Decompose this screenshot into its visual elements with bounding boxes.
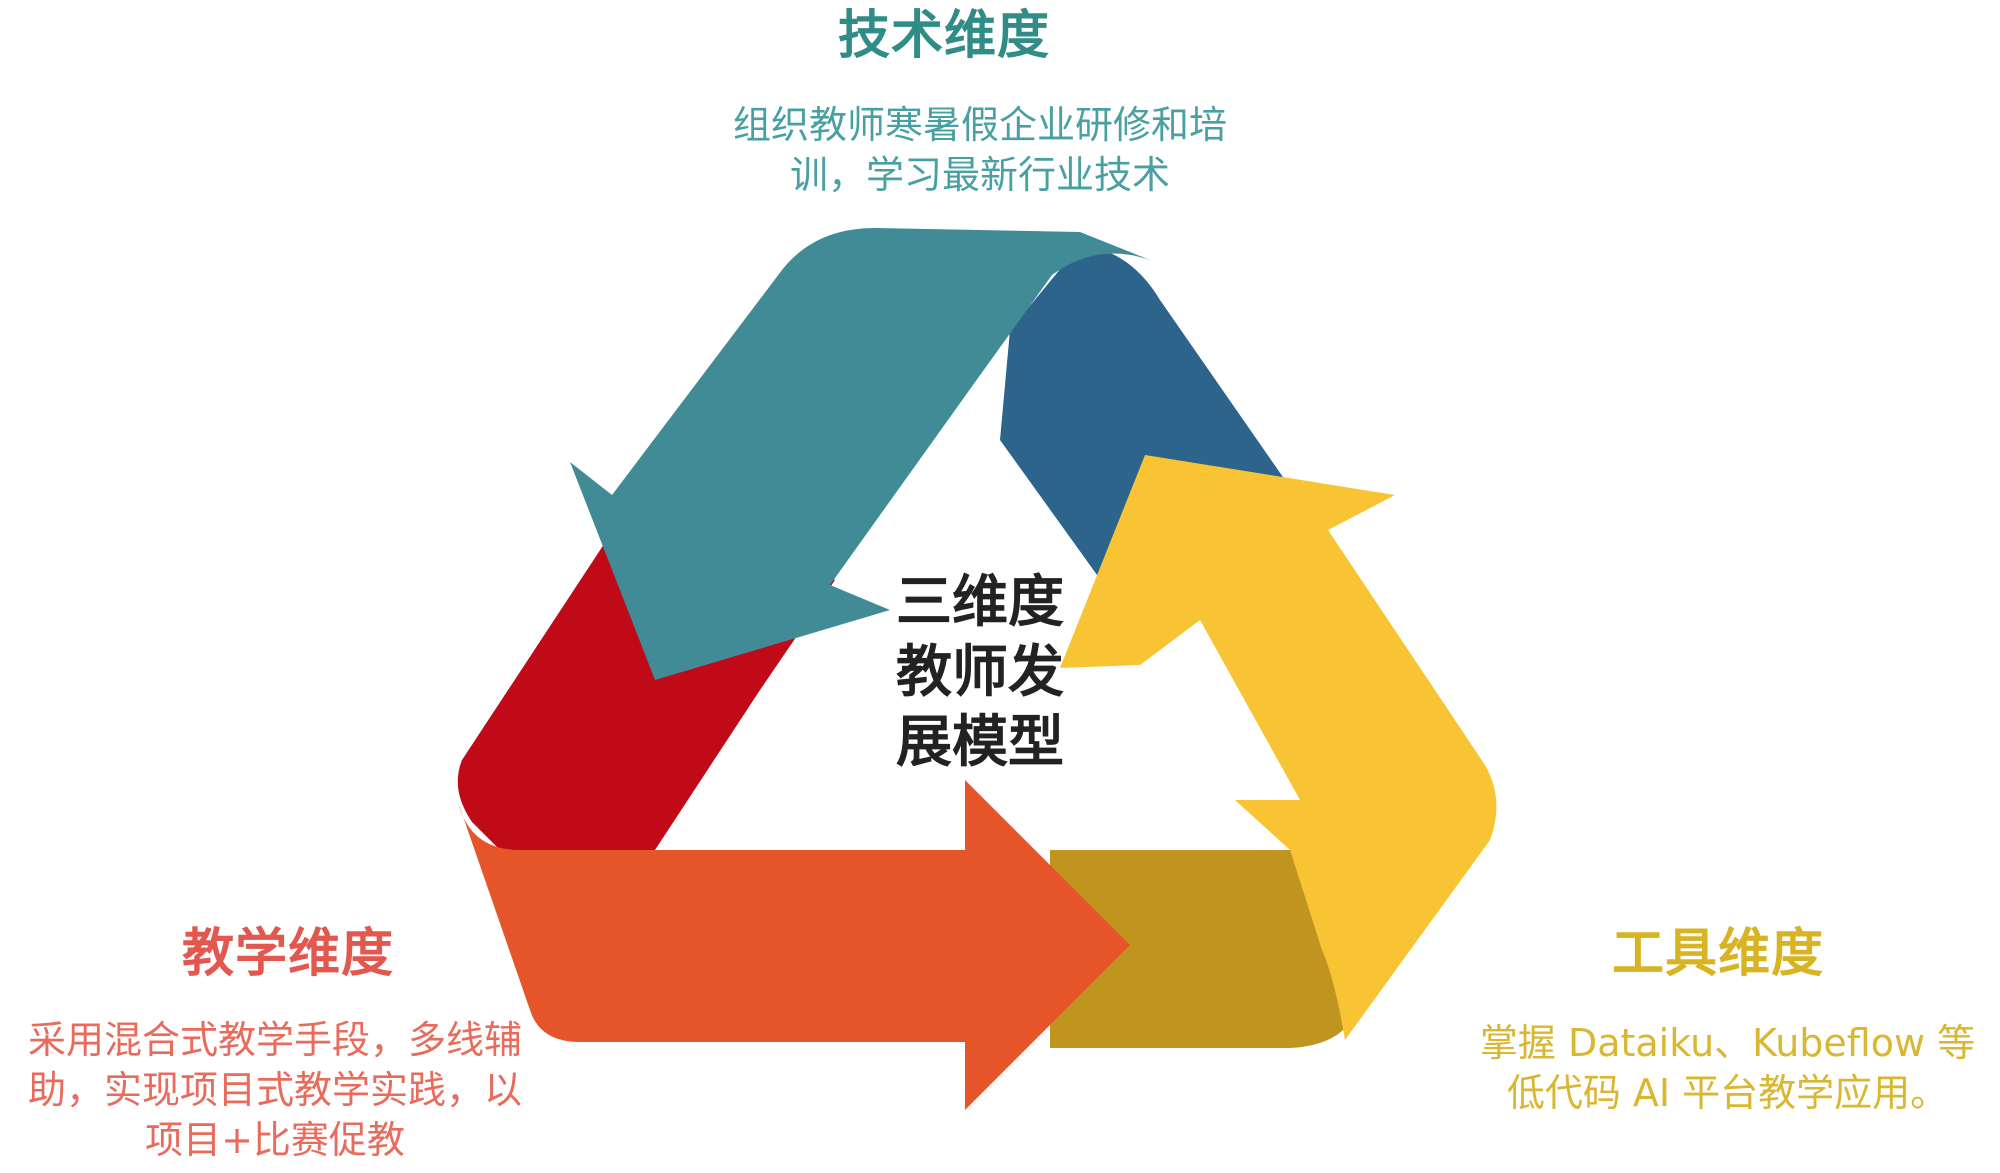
tools-desc-line: 低代码 AI 平台教学应用。 — [1506, 1071, 1949, 1115]
center-label-line: 展模型 — [896, 710, 1064, 775]
center-label-line: 教师发 — [896, 640, 1064, 705]
teaching-desc-line: 助，实现项目式教学实践，以 — [27, 1068, 522, 1112]
teaching-description: 采用混合式教学手段，多线辅 助，实现项目式教学实践，以 项目+比赛促教 — [0, 1015, 550, 1165]
orange-arrow — [458, 780, 1130, 1110]
teaching-title: 教学维度 — [182, 924, 395, 984]
teal-arrow — [570, 228, 1155, 680]
teaching-desc-line: 项目+比赛促教 — [145, 1118, 405, 1162]
teaching-desc-line: 采用混合式教学手段，多线辅 — [27, 1018, 522, 1062]
tools-desc-line: 掌握 Dataiku、Kubeflow 等 — [1479, 1021, 1976, 1065]
center-label: 三维度 教师发 展模型 — [880, 568, 1080, 778]
yellow-arrow — [1060, 455, 1497, 1040]
tools-description: 掌握 Dataiku、Kubeflow 等 低代码 AI 平台教学应用。 — [1460, 1018, 1995, 1118]
technology-title: 技术维度 — [838, 6, 1051, 66]
center-label-line: 三维度 — [896, 570, 1064, 635]
technology-desc-line: 组织教师寒暑假企业研修和培 — [732, 103, 1227, 147]
technology-desc-line: 训，学习最新行业技术 — [789, 153, 1170, 197]
gold-band — [1050, 850, 1360, 1048]
technology-description: 组织教师寒暑假企业研修和培 训，学习最新行业技术 — [640, 100, 1320, 200]
tools-title: 工具维度 — [1612, 924, 1825, 984]
